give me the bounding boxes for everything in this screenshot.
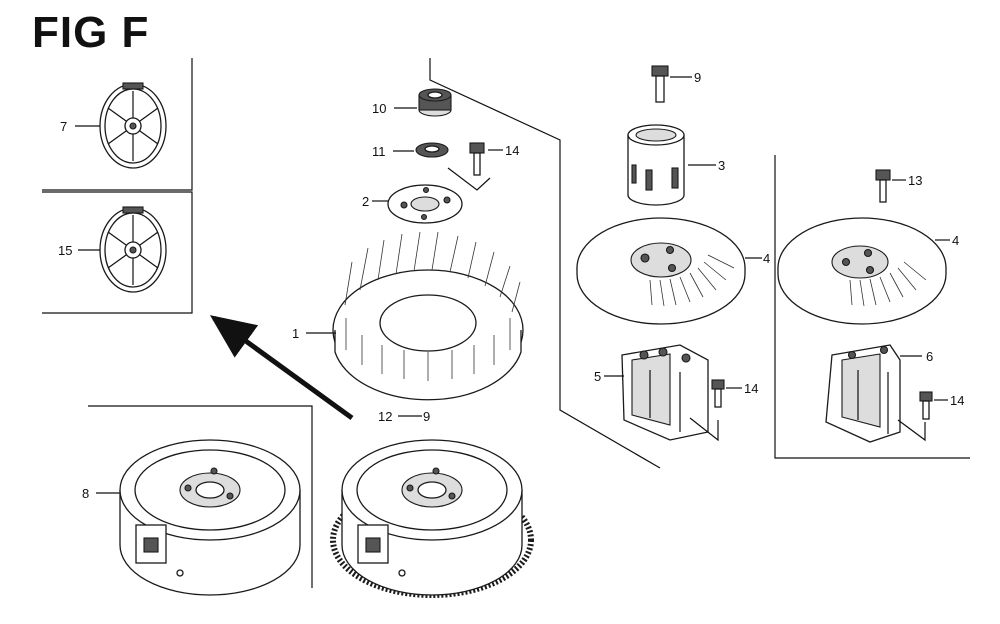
part-3-starter-cup xyxy=(627,124,685,206)
part-2-plate xyxy=(387,184,463,224)
callout-12: 12 xyxy=(378,409,392,424)
callout-15: 15 xyxy=(58,243,72,258)
part-14-bolt-center xyxy=(469,142,485,176)
part-11-washer xyxy=(415,142,449,158)
flywheel-ring-gear xyxy=(330,439,534,598)
callout-10: 10 xyxy=(372,101,386,116)
callout-7: 7 xyxy=(60,119,67,134)
figure-title: FIG F xyxy=(32,8,150,57)
callout-6: 6 xyxy=(926,349,933,364)
callout-3: 3 xyxy=(718,158,725,173)
inset-box-frame xyxy=(42,58,193,314)
part-4-fan-cover-right xyxy=(777,217,947,325)
part-14-bolt-right xyxy=(919,391,933,420)
callout-4a: 4 xyxy=(763,251,770,266)
part-8-flywheel xyxy=(119,439,301,596)
callout-9: 9 xyxy=(694,70,701,85)
callout-5: 5 xyxy=(594,369,601,384)
part-1-flywheel-fan xyxy=(332,231,524,401)
callout-1: 1 xyxy=(292,326,299,341)
group-bracket-right xyxy=(774,155,970,459)
callout-11: 11 xyxy=(372,144,386,159)
callout-12-suffix: 9 xyxy=(423,409,430,424)
group-bracket-8 xyxy=(88,405,313,588)
part-5-bracket xyxy=(621,344,709,441)
direction-arrow xyxy=(209,315,354,421)
part-15-pulley xyxy=(99,206,167,293)
bolt-guide-line-right xyxy=(897,419,926,442)
callout-14b: 14 xyxy=(744,381,758,396)
callout-2: 2 xyxy=(362,194,369,209)
part-7-pulley xyxy=(99,82,167,169)
part-4-fan-cover-left xyxy=(576,217,746,325)
bolt-guide-line-middle xyxy=(689,417,719,442)
part-6-bracket xyxy=(825,344,901,443)
callout-8: 8 xyxy=(82,486,89,501)
part-10-nut xyxy=(418,88,452,117)
part-14-bolt-middle xyxy=(711,379,725,408)
callout-14c: 14 xyxy=(950,393,964,408)
callout-4b: 4 xyxy=(952,233,959,248)
callout-14a: 14 xyxy=(505,143,519,158)
group-bracket-center xyxy=(429,58,661,469)
part-9-bolt xyxy=(651,65,669,103)
callout-13: 13 xyxy=(908,173,922,188)
part-13-bolt xyxy=(875,169,891,203)
bolt-guide-line xyxy=(447,167,491,191)
